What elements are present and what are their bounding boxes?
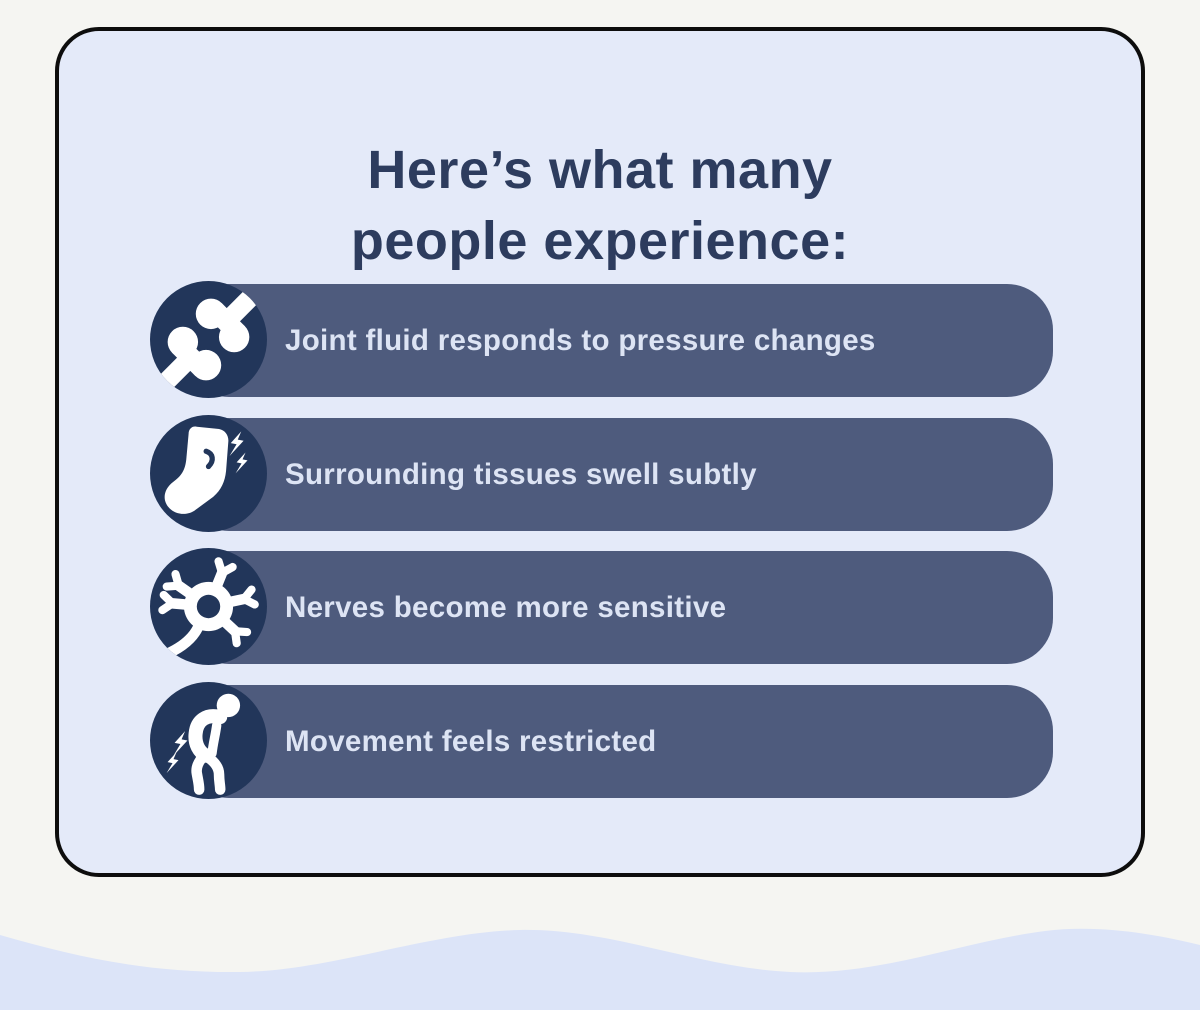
bent-person-pain-icon	[150, 682, 267, 799]
row-pill: Nerves become more sensitive	[183, 551, 1053, 664]
row-label: Nerves become more sensitive	[285, 590, 727, 624]
title-line-2: people experience:	[350, 211, 850, 272]
list-item: Surrounding tissues swell subtly	[59, 415, 1141, 534]
title-line-1: Here’s what many	[367, 140, 833, 201]
row-pill: Movement feels restricted	[183, 685, 1053, 798]
info-card: Here’s what many people experience: Join…	[55, 27, 1145, 877]
list-item: Joint fluid responds to pressure changes	[59, 281, 1141, 400]
row-label: Surrounding tissues swell subtly	[285, 457, 757, 491]
nerve-icon	[150, 548, 267, 665]
row-pill: Surrounding tissues swell subtly	[183, 418, 1053, 531]
joint-icon	[150, 281, 267, 398]
row-label: Joint fluid responds to pressure changes	[285, 323, 876, 357]
row-pill: Joint fluid responds to pressure changes	[183, 284, 1053, 397]
row-label: Movement feels restricted	[285, 724, 657, 758]
ankle-swelling-icon	[150, 415, 267, 532]
list-item: Movement feels restricted	[59, 682, 1141, 801]
wave-decoration	[0, 928, 1200, 1010]
list-item: Nerves become more sensitive	[59, 548, 1141, 667]
page-title: Here’s what many people experience:	[59, 135, 1141, 277]
